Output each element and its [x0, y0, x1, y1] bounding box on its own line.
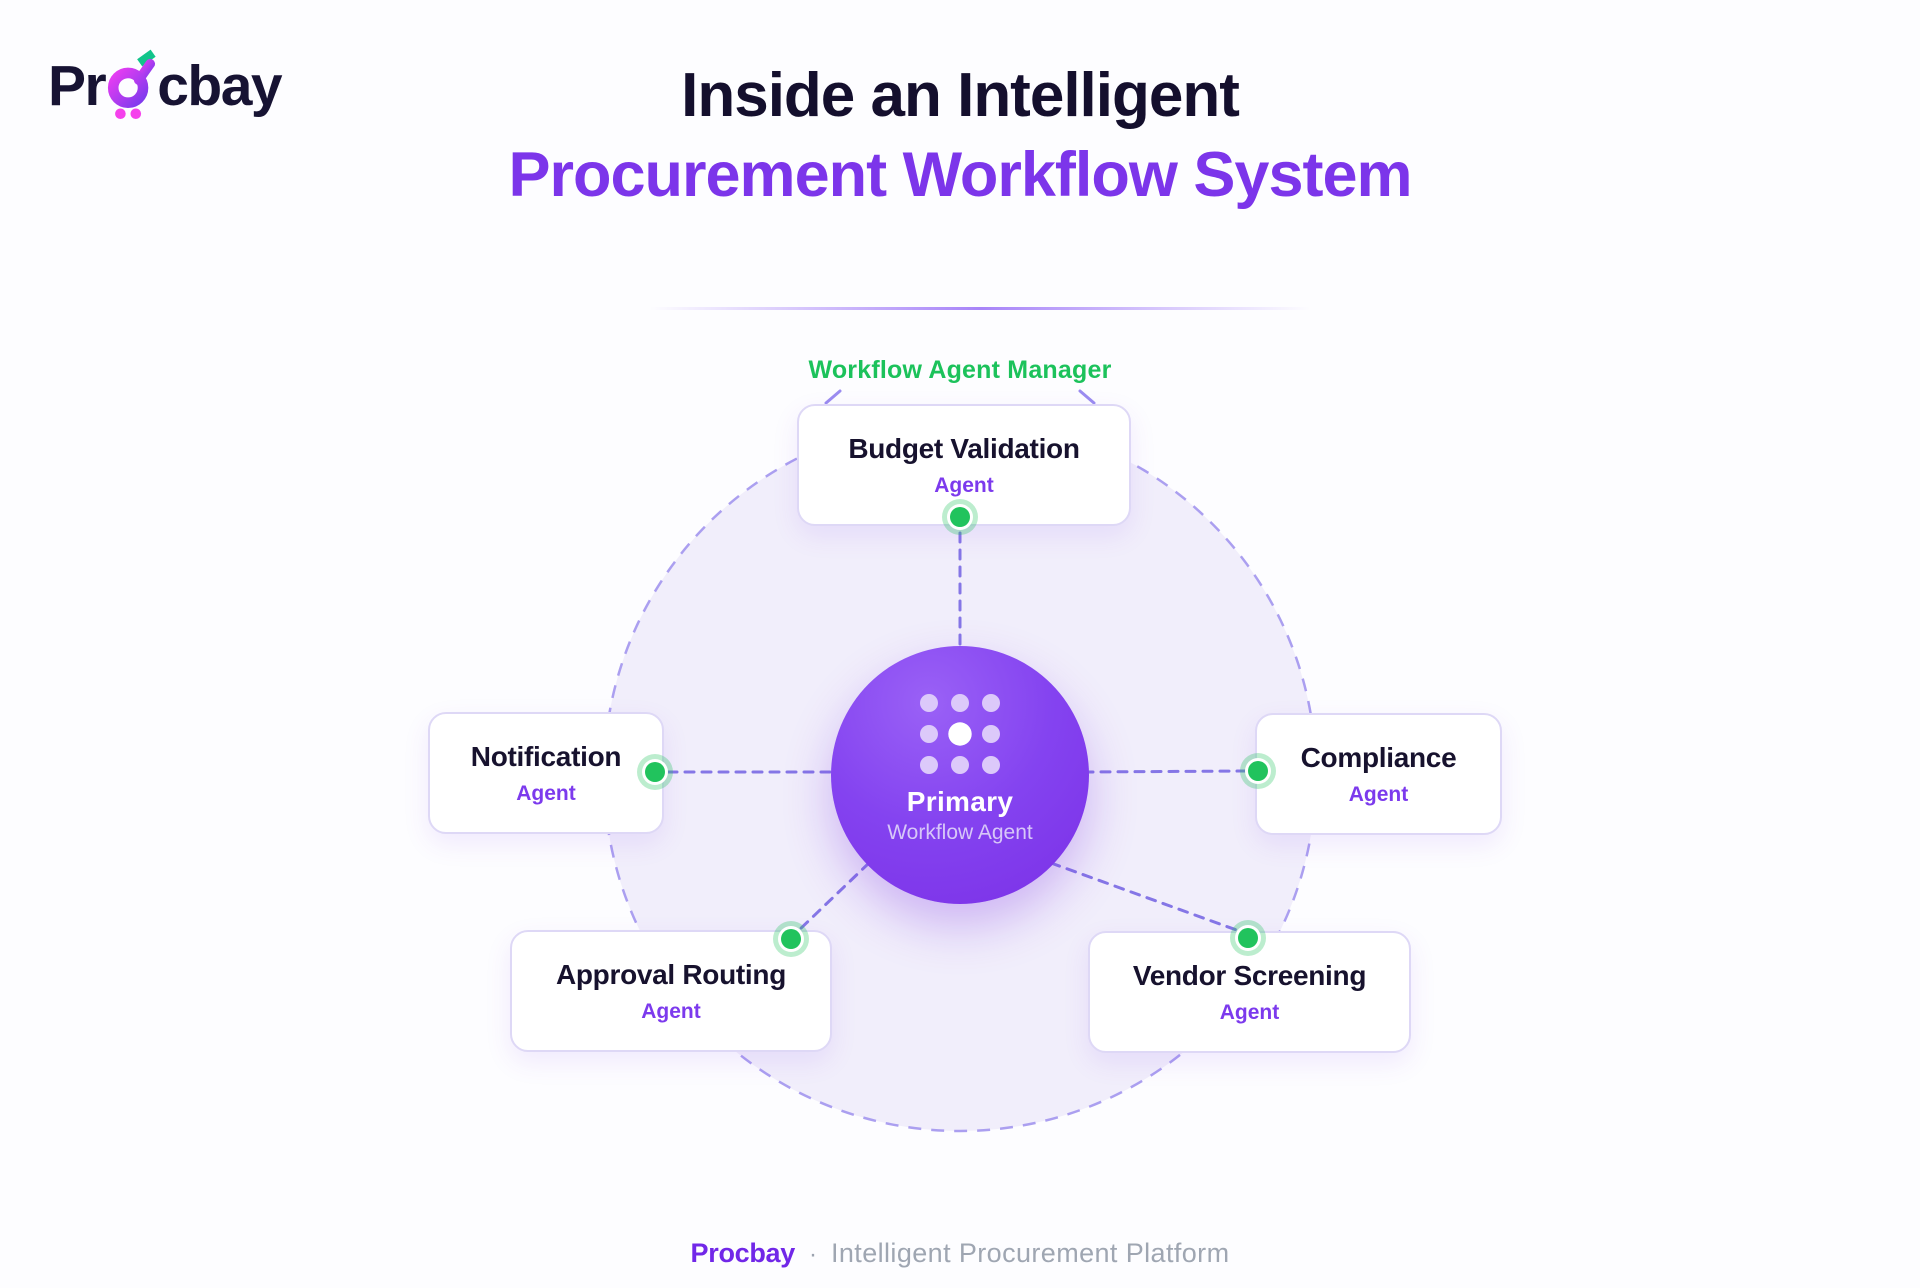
agent-role: Agent [641, 999, 701, 1023]
agent-card-approval-routing: Approval Routing Agent [510, 930, 832, 1052]
status-dot-icon [1238, 928, 1258, 948]
agent-name: Budget Validation [848, 432, 1080, 464]
page-title: Inside an Intelligent Procurement Workfl… [0, 56, 1920, 216]
status-dot-icon [1248, 761, 1268, 781]
agent-card-vendor-screening: Vendor Screening Agent [1088, 931, 1411, 1053]
agent-card-budget-validation: Budget Validation Agent [797, 404, 1131, 526]
core-title: Primary [906, 786, 1014, 817]
bracket-tick-right [1078, 389, 1096, 405]
agent-name: Compliance [1300, 741, 1457, 773]
logo-text-post: cbay [157, 54, 282, 118]
procbay-logo: Pr cbay [48, 44, 283, 122]
footer-brand: Procbay [690, 1238, 796, 1268]
core-subtitle: Workflow Agent [887, 821, 1033, 844]
page-title-line1: Inside an Intelligent [681, 61, 1240, 130]
connector-approval-routing [795, 861, 871, 934]
bracket-tick-left [824, 389, 842, 405]
logo-text-pre: Pr [48, 54, 107, 118]
agent-card-compliance: Compliance Agent [1255, 713, 1502, 835]
page-title-line2: Procurement Workflow System [508, 140, 1412, 211]
status-dot-icon [645, 762, 665, 782]
agent-name: Notification [470, 740, 622, 772]
agent-role: Agent [1348, 782, 1409, 806]
footer-tagline: Intelligent Procurement Platform [830, 1238, 1230, 1268]
status-dot-icon [950, 507, 970, 527]
agent-card-notification: Notification Agent [428, 712, 664, 834]
agent-name: Vendor Screening [1132, 959, 1367, 991]
connector-compliance [1082, 769, 1248, 774]
cart-icon [108, 49, 156, 120]
primary-workflow-agent-circle: Primary Workflow Agent [831, 646, 1089, 904]
connector-vendor-screening [1049, 861, 1244, 934]
status-dot-icon [781, 929, 801, 949]
agent-role: Agent [934, 473, 994, 497]
footer-separator: · [808, 1241, 817, 1268]
workflow-agent-manager-label: Workflow Agent Manager [808, 356, 1112, 384]
grid-dots-icon [920, 694, 1000, 774]
gradient-divider [650, 307, 1310, 310]
agent-role: Agent [1219, 1000, 1280, 1024]
footer: Procbay · Intelligent Procurement Platfo… [0, 1238, 1920, 1269]
agent-role: Agent [516, 781, 576, 805]
agent-name: Approval Routing [555, 958, 787, 990]
